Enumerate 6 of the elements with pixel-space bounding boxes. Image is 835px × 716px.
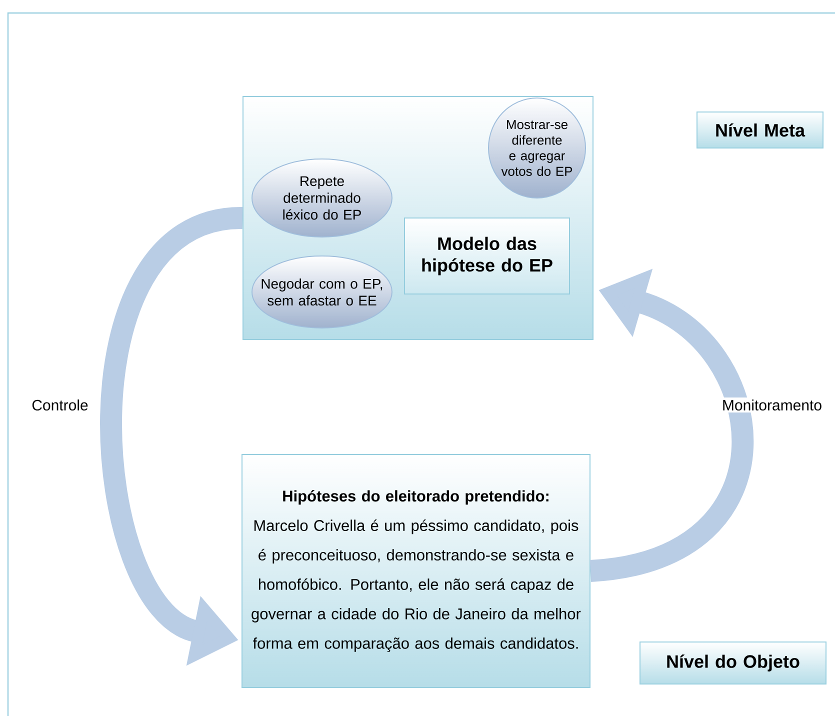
title-box: Modelo das hipótese do EP — [404, 218, 570, 294]
level-box: Nível Meta — [696, 112, 824, 148]
edge-label: Monitoramento — [720, 398, 824, 413]
edge-label: Controle — [30, 398, 90, 413]
level-box: Nível do Objeto — [640, 642, 826, 684]
text-box: Hipóteses do eleitorado pretendido: Marcelo Crivella é um péssimo candidato, pois é preconceituoso, demonstrando-se sexista e homofóbico. Portanto, ele não será capaz de governar a cidade do Rio de Janeiro da melhor forma em comparação aos demais candidatos. — [242, 454, 590, 688]
